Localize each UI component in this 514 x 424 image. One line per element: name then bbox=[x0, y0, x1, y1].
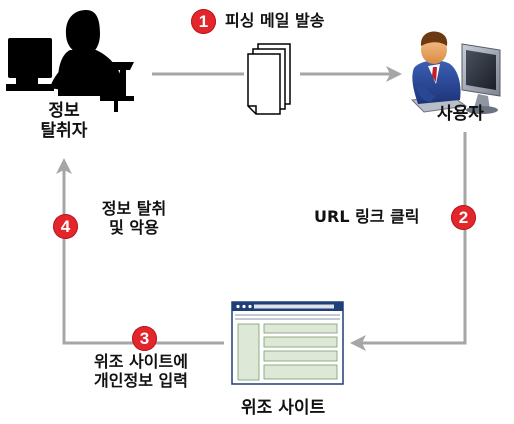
step-4-label-line2: 및 악용 bbox=[109, 218, 159, 238]
hacker-silhouette-icon bbox=[6, 10, 134, 112]
arrow-thief-to-user bbox=[152, 66, 402, 82]
arrow-user-to-site bbox=[350, 132, 467, 351]
thief-label: 정보 탈취자 bbox=[24, 101, 104, 142]
arrow-site-to-thief bbox=[56, 158, 224, 345]
step-1-label: 피싱 메일 발송 bbox=[225, 11, 325, 30]
browser-window-icon bbox=[231, 301, 344, 385]
step-3-label-line1: 위조 사이트에 bbox=[94, 352, 188, 371]
thief-label-line1: 정보 bbox=[48, 101, 80, 121]
document-stack-icon bbox=[247, 43, 291, 115]
step-4-label: 정보 탈취 및 악용 bbox=[84, 199, 184, 237]
user-label: 사용자 bbox=[437, 104, 484, 124]
step-1-badge: 1 bbox=[191, 9, 216, 34]
step-3-label: 위조 사이트에 개인정보 입력 bbox=[76, 352, 206, 390]
thief-label-line2: 탈취자 bbox=[40, 121, 88, 142]
step-3-badge: 3 bbox=[132, 326, 157, 351]
step-4-badge: 4 bbox=[53, 214, 78, 239]
step-3-label-line2: 개인정보 입력 bbox=[94, 371, 188, 391]
step-2-badge: 2 bbox=[451, 205, 476, 230]
fake-site-label: 위조 사이트 bbox=[241, 398, 326, 418]
user-computer-icon bbox=[410, 31, 501, 114]
step-2-label: URL 링크 클릭 bbox=[314, 207, 420, 226]
step-4-label-line1: 정보 탈취 bbox=[101, 199, 167, 218]
